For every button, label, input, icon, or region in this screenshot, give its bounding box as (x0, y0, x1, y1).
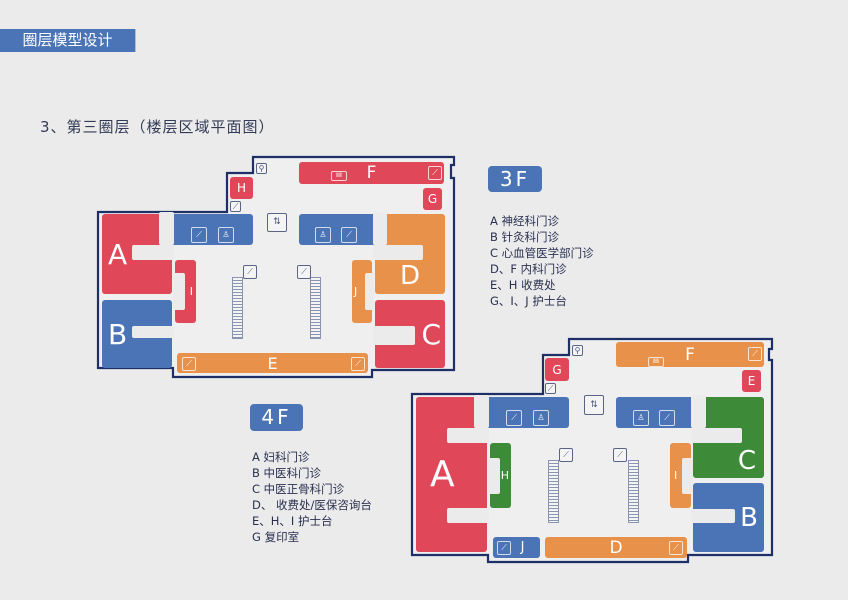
room-label: D (609, 537, 623, 558)
escalator-icon: ⟋ (613, 448, 627, 462)
room-3f-services-left (163, 214, 253, 245)
stairs-icon: ⟋ (182, 357, 196, 371)
room-label: C (737, 446, 756, 476)
stairs-icon: ⟋ (230, 201, 241, 212)
room-4f-services-left (478, 397, 569, 428)
stairs-icon: ⟋ (506, 410, 522, 426)
stairs-icon: ⟋ (341, 227, 357, 243)
room-notch (447, 428, 489, 443)
legend-item: C 中医正骨科门诊 (252, 482, 345, 496)
stairs-icon: ⟋ (545, 383, 556, 394)
staircase (310, 277, 321, 339)
escalator-icon: ⟋ (243, 265, 257, 279)
room-label: J (520, 540, 525, 555)
legend-item: E、H 收费处 (490, 278, 556, 292)
escalator-icon: ⟋ (559, 448, 573, 462)
elevator-icon: ⇅ (584, 395, 604, 415)
room-4f-g[interactable]: G (545, 358, 569, 381)
legend-item: C 心血管医学部门诊 (490, 246, 594, 260)
room-notch (488, 458, 500, 494)
room-notch (474, 395, 489, 428)
toilet-icon: ♙ (315, 227, 331, 243)
restroom-icon: ⚲ (572, 345, 583, 356)
room-4f-f[interactable]: F (616, 342, 764, 367)
restroom-icon: ⅡⅡ (331, 171, 347, 181)
legend-item: A 妇科门诊 (252, 450, 310, 464)
stairs-icon: ⟋ (669, 541, 683, 555)
room-3f-g[interactable]: G (423, 188, 442, 210)
room-notch (373, 326, 415, 345)
room-label: E (267, 353, 278, 373)
legend-item: D、 收费处/医保咨询台 (252, 498, 372, 512)
stairs-icon: ⟋ (659, 410, 675, 426)
room-notch (159, 212, 174, 245)
room-label: J (354, 285, 358, 298)
toilet-icon: ♙ (218, 227, 234, 243)
room-label: F (366, 163, 377, 183)
section-header: 圈层模型设计 (0, 29, 136, 52)
legend-item: B 针灸科门诊 (490, 230, 560, 244)
room-3f-e[interactable]: E (177, 353, 368, 373)
room-label: E (747, 374, 756, 388)
room-label: A (108, 237, 128, 271)
legend-item: A 神经科门诊 (490, 214, 560, 228)
legend-item: B 中医科门诊 (252, 466, 322, 480)
stairs-icon: ⟋ (748, 347, 762, 361)
room-label: C (421, 317, 441, 351)
floor-3f-badge: 3F (488, 166, 542, 192)
room-notch (373, 245, 423, 260)
room-label: G (427, 192, 438, 206)
room-label: H (236, 181, 247, 195)
floor-3f-legend: A 神经科门诊 B 针灸科门诊 C 心血管医学部门诊 D、F 内科门诊 E、H … (490, 213, 594, 309)
legend-item: E、H、I 护士台 (252, 514, 333, 528)
legend-item: G、I、J 护士台 (490, 294, 567, 308)
room-label: F (685, 344, 695, 365)
floor-4f-badge: 4F (250, 404, 303, 431)
room-notch (132, 326, 174, 338)
room-label: H (500, 469, 509, 482)
room-notch (682, 458, 693, 494)
room-label: I (674, 469, 678, 482)
room-4f-d[interactable]: D (545, 537, 687, 558)
escalator-icon: ⟋ (297, 265, 311, 279)
room-notch (173, 273, 185, 310)
stairs-icon: ⟋ (497, 541, 511, 555)
stairs-icon: ⟋ (351, 357, 365, 371)
staircase (548, 460, 559, 523)
stairs-icon: ⟋ (191, 227, 207, 243)
room-3f-h[interactable]: H (230, 177, 253, 199)
room-notch (691, 395, 706, 428)
room-notch (691, 428, 742, 443)
room-4f-j[interactable]: J (493, 537, 540, 558)
stairs-icon: ⟋ (428, 166, 442, 180)
toilet-icon: ♙ (533, 410, 549, 426)
room-label: B (108, 317, 128, 351)
room-4f-e[interactable]: E (742, 370, 761, 392)
floor-4f-legend: A 妇科门诊 B 中医科门诊 C 中医正骨科门诊 D、 收费处/医保咨询台 E、… (252, 449, 372, 545)
room-notch (132, 245, 174, 260)
room-notch (691, 509, 735, 523)
restroom-icon: ⅡⅡ (648, 357, 664, 367)
room-label: A (430, 454, 455, 495)
elevator-icon: ⇅ (267, 213, 287, 232)
room-label: D (399, 261, 421, 291)
room-label: B (740, 502, 758, 533)
staircase (628, 460, 639, 523)
room-notch (373, 212, 387, 245)
legend-item: G 复印室 (252, 530, 300, 544)
page-subtitle: 3、第三圈层（楼层区域平面图） (40, 118, 275, 136)
room-notch (447, 508, 489, 523)
legend-item: D、F 内科门诊 (490, 262, 567, 276)
staircase (232, 277, 243, 339)
room-notch (365, 273, 374, 310)
toilet-icon: ♙ (633, 410, 649, 426)
restroom-icon: ⚲ (256, 163, 267, 174)
room-label: I (189, 285, 193, 298)
room-3f-f[interactable]: F (299, 162, 444, 184)
room-label: G (552, 362, 562, 377)
